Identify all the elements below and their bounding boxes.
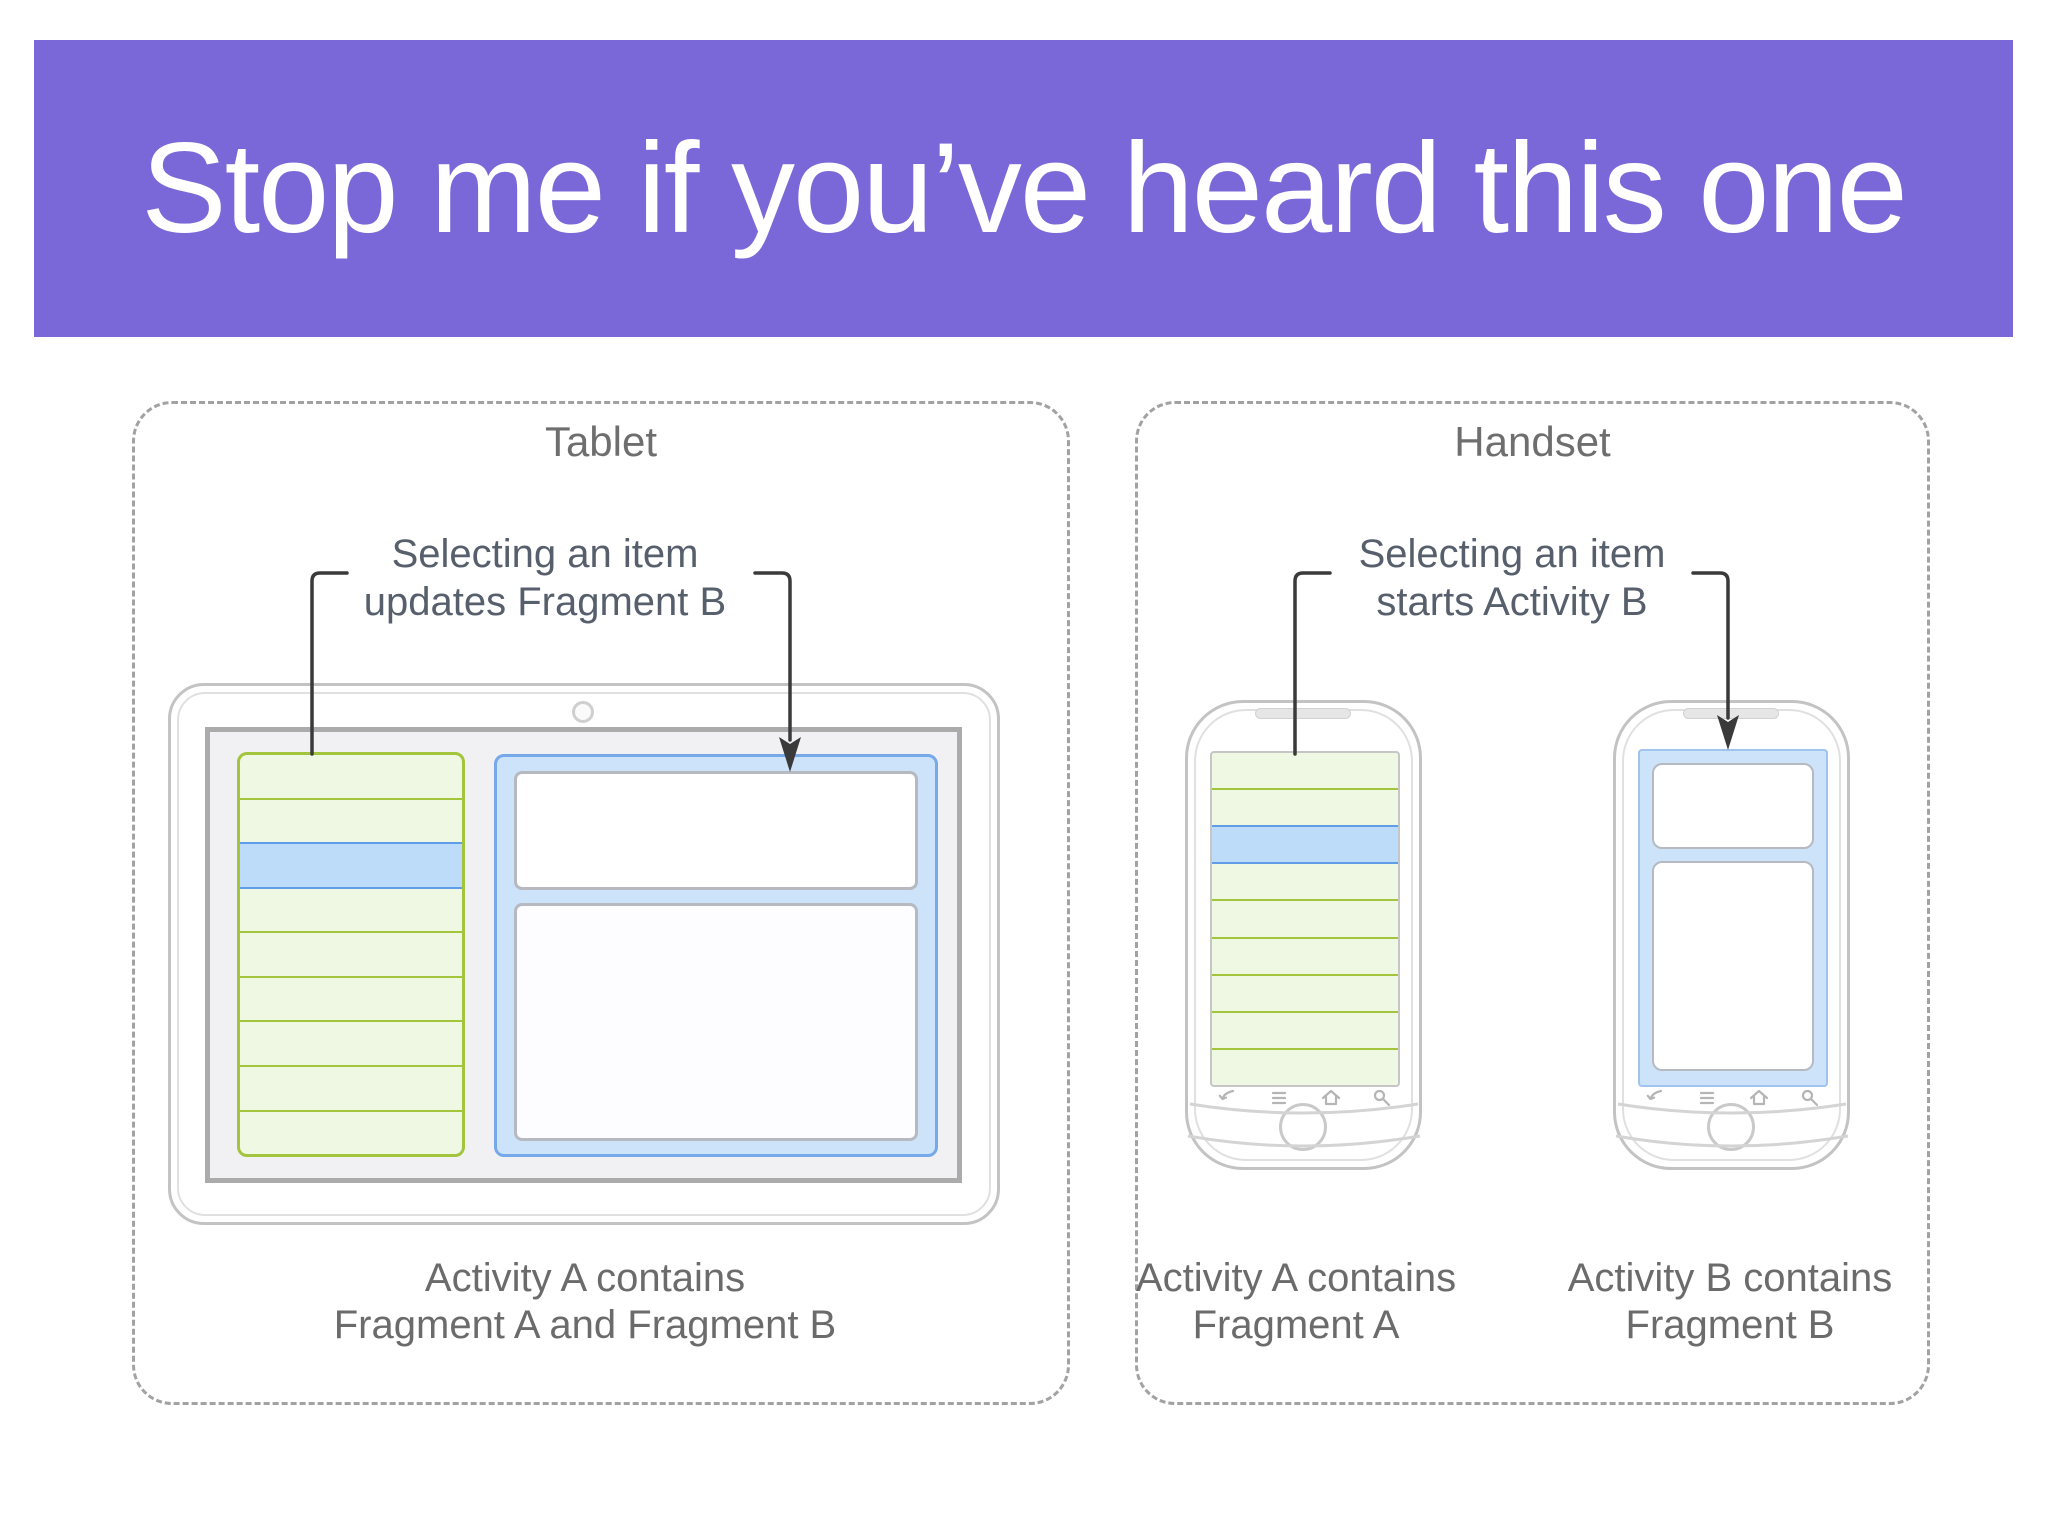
list-item bbox=[240, 1020, 462, 1065]
tablet-annotation-line1: Selecting an item bbox=[391, 532, 699, 576]
tablet-section-title: Tablet bbox=[544, 418, 658, 465]
list-item bbox=[1212, 899, 1398, 936]
menu-icon bbox=[1272, 1091, 1287, 1105]
list-item-selected bbox=[1212, 825, 1398, 863]
phone-b-trackball bbox=[1707, 1103, 1755, 1151]
back-icon bbox=[1218, 1089, 1235, 1101]
search-icon bbox=[1801, 1089, 1819, 1107]
list-item bbox=[1212, 973, 1398, 1011]
tablet-caption: Activity A contains Fragment A and Fragm… bbox=[285, 1255, 885, 1349]
handset-annotation-line2: starts Activity B bbox=[1376, 580, 1648, 624]
search-icon bbox=[1373, 1089, 1391, 1107]
list-item bbox=[1212, 788, 1398, 825]
phone-a-earpiece bbox=[1255, 708, 1351, 719]
tablet-caption-line1: Activity A contains bbox=[424, 1256, 746, 1300]
list-item bbox=[240, 931, 462, 976]
list-item bbox=[240, 797, 462, 843]
slide-title: Stop me if you’ve heard this one bbox=[141, 117, 1908, 260]
list-item bbox=[240, 975, 462, 1021]
phone-b-fragment-b-pane-bottom bbox=[1652, 861, 1814, 1071]
phone-b-caption-line1: Activity B contains bbox=[1567, 1256, 1893, 1300]
list-item bbox=[1212, 1010, 1398, 1048]
tablet-fragment-b-pane-top bbox=[514, 771, 918, 890]
tablet-camera-icon bbox=[572, 701, 594, 723]
tablet-caption-line2: Fragment A and Fragment B bbox=[333, 1303, 837, 1347]
title-banner: Stop me if you’ve heard this one bbox=[34, 40, 2013, 337]
phone-a-fragment-a-list bbox=[1210, 751, 1400, 1087]
phone-b-fragment-b-pane-top bbox=[1652, 763, 1814, 849]
list-item bbox=[1212, 753, 1398, 788]
tablet-section: Tablet bbox=[132, 401, 1070, 1405]
tablet-fragment-a-list bbox=[237, 752, 465, 1157]
handset-section: Handset bbox=[1135, 401, 1930, 1405]
list-item bbox=[240, 886, 462, 932]
list-item bbox=[240, 755, 462, 798]
phone-b-caption: Activity B contains Fragment B bbox=[1530, 1255, 1930, 1349]
phone-a-caption-line1: Activity A contains bbox=[1135, 1256, 1457, 1300]
list-item bbox=[1212, 936, 1398, 974]
phone-a-caption: Activity A contains Fragment A bbox=[1096, 1255, 1496, 1349]
back-icon bbox=[1646, 1089, 1663, 1101]
menu-icon bbox=[1700, 1091, 1715, 1105]
phone-b-caption-line2: Fragment B bbox=[1625, 1303, 1835, 1347]
list-item bbox=[1212, 862, 1398, 899]
tablet-annotation: Selecting an item updates Fragment B bbox=[325, 530, 765, 626]
phone-a-caption-line2: Fragment A bbox=[1192, 1303, 1400, 1347]
home-icon bbox=[1321, 1089, 1340, 1106]
home-icon bbox=[1749, 1089, 1768, 1106]
phone-a-trackball bbox=[1279, 1103, 1327, 1151]
handset-annotation-line1: Selecting an item bbox=[1358, 532, 1666, 576]
tablet-annotation-line2: updates Fragment B bbox=[363, 580, 727, 624]
tablet-fragment-b-pane-bottom bbox=[514, 903, 918, 1141]
phone-b-earpiece bbox=[1683, 708, 1779, 719]
handset-annotation: Selecting an item starts Activity B bbox=[1292, 530, 1732, 626]
list-item bbox=[1212, 1047, 1398, 1085]
handset-section-title: Handset bbox=[1454, 418, 1611, 465]
list-item-selected bbox=[240, 842, 462, 887]
list-item bbox=[240, 1064, 462, 1110]
list-item bbox=[240, 1109, 462, 1155]
